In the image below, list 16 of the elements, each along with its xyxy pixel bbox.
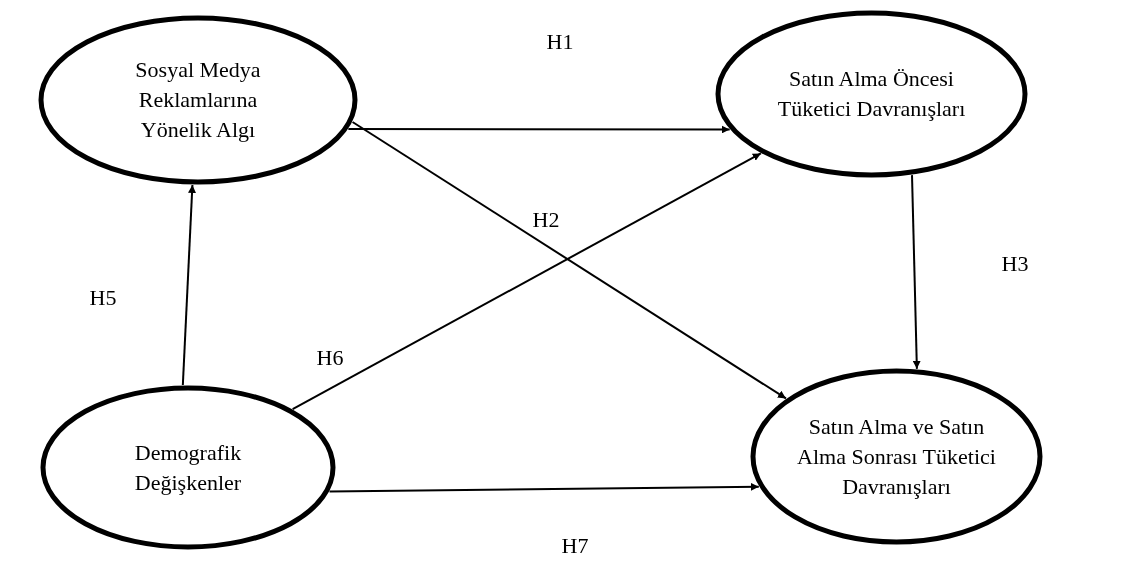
arrow <box>291 152 762 411</box>
node-label: Satın Alma ve Satın Alma Sonrası Tüketici Davranışları <box>796 412 997 501</box>
node-label: Satın Alma Öncesi Tüketici Davranışları <box>776 65 967 123</box>
edge-label: H5 <box>89 287 117 309</box>
arrow <box>328 482 760 493</box>
edge-label: H6 <box>316 347 344 369</box>
arrow <box>911 174 921 370</box>
arrow <box>181 183 197 387</box>
edge-label: H2 <box>532 209 560 231</box>
node-label: Sosyal Medya Reklamlarına Yönelik Algı <box>134 56 262 144</box>
edge-label: H7 <box>561 535 589 557</box>
arrow <box>351 121 787 400</box>
edge-label: H1 <box>546 31 574 53</box>
edge-label: H3 <box>1001 253 1029 275</box>
node-label: Demografik Değişkenler <box>133 438 243 497</box>
arrow <box>347 125 731 134</box>
